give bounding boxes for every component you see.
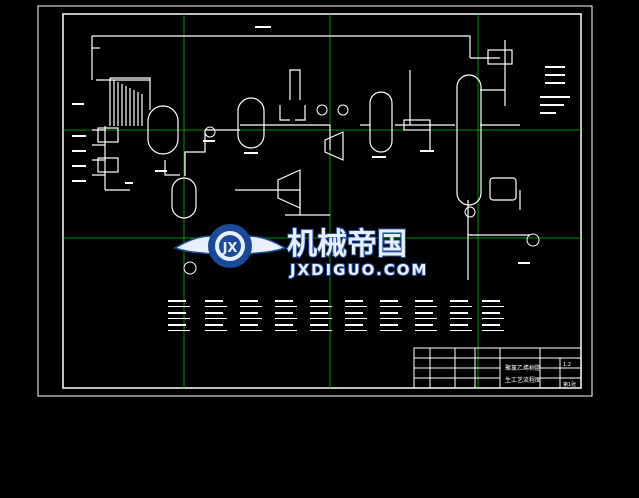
drum-tank (97, 127, 119, 143)
equipment-list (168, 300, 504, 331)
equipment-tags (72, 26, 570, 264)
vessels (97, 49, 517, 219)
drum-tank-2 (97, 157, 119, 173)
grid-lines (63, 14, 581, 388)
logo-letters: JX (222, 241, 238, 256)
heat-exchanger (403, 119, 431, 131)
drawing-title-line2: 生工艺流程图 (505, 376, 541, 384)
distillation-column (456, 74, 482, 206)
reactor-1 (147, 105, 179, 155)
watermark-logo: JX 机械帝国 JXDIGUO.COM (173, 224, 428, 280)
brand-english: JXDIGUO.COM (289, 261, 428, 279)
reactor-2 (171, 177, 197, 219)
drawing-frame (62, 13, 582, 389)
sheet-number: 第1张 (563, 381, 576, 388)
title-block (413, 347, 582, 389)
pumps (183, 104, 540, 275)
reboiler (489, 177, 517, 201)
drawing-title-line1: 聚氯乙烯树脂 (505, 364, 541, 372)
storage-tank-1 (237, 97, 265, 149)
compressor-1 (277, 169, 301, 209)
scale-value: 1:2 (563, 362, 571, 368)
condenser (487, 49, 513, 65)
brand-chinese: 机械帝国 (287, 227, 407, 262)
sheet-border (37, 5, 593, 397)
storage-tank-2 (369, 91, 393, 153)
compressor-2 (324, 131, 344, 161)
